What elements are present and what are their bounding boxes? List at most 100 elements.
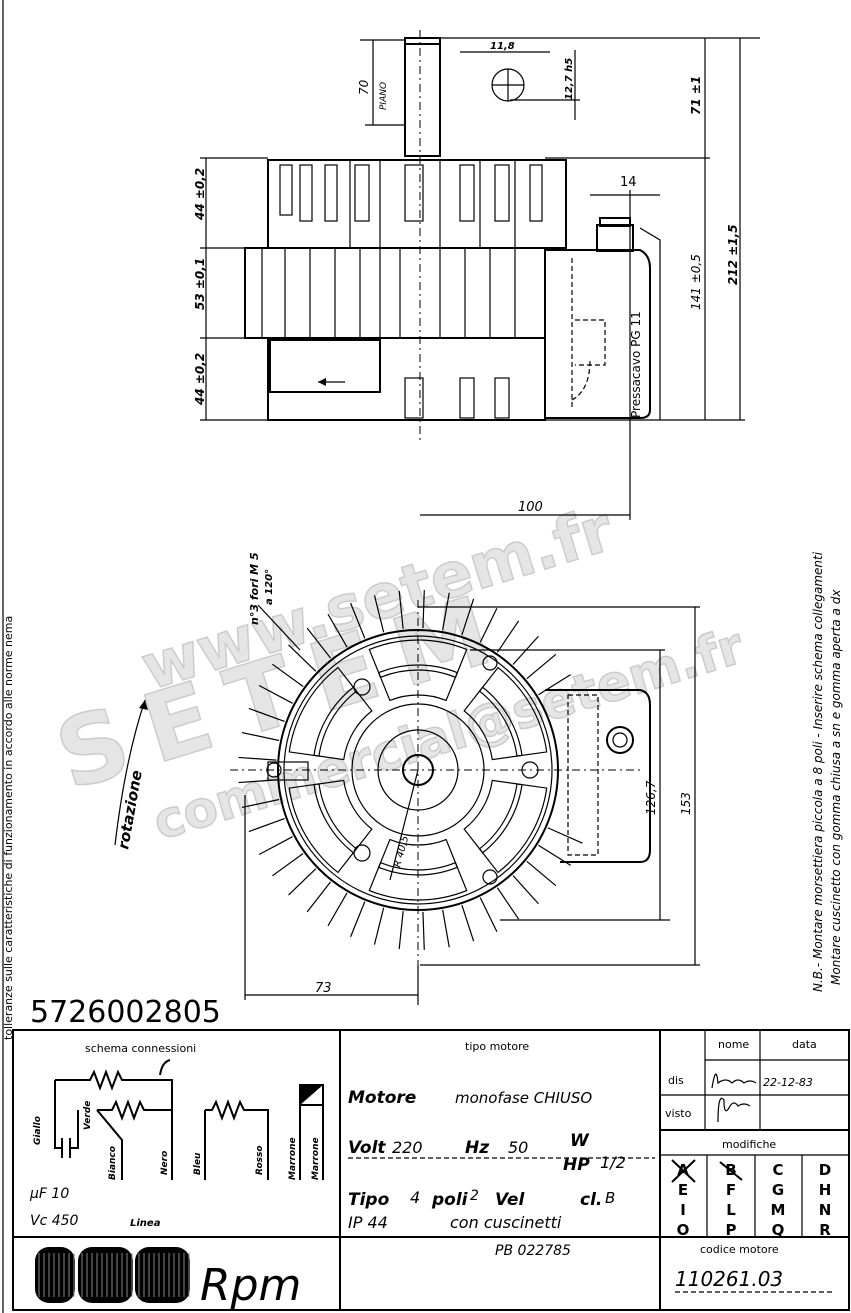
cable-gland-label: Pressacavo PG 11 [629,311,643,418]
dim-71: 71 ±1 [689,76,703,115]
tipo-motore-header: tipo motore [465,1040,529,1053]
wire-marrone-1: Marrone [288,1137,298,1180]
cooling-fin [526,653,557,680]
vent-slot [288,666,358,757]
modifiche-label: modifiche [722,1138,776,1151]
cooling-fin [496,620,520,653]
cooling-fin [398,911,404,950]
modification-letter: H [819,1181,832,1199]
cooling-fin [461,904,475,942]
dim-100: 100 [518,500,543,515]
nome-header: nome [718,1038,749,1051]
wire-bianco: Bianco [108,1146,118,1180]
cooling-fin [538,674,571,696]
vel-label: Vel [495,1190,525,1210]
modification-letter: L [726,1201,736,1219]
tipo-value: 4 [410,1188,420,1207]
cooling-fin [373,907,385,945]
codice-header: codice motore [700,1243,779,1256]
cooling-fin [461,598,475,636]
title-block: schema connessioni Giallo Verde Bianco N… [12,1029,850,1311]
dim-11-8: 11,8 [490,41,515,52]
modification-letter: G [772,1181,784,1199]
modification-letter: F [726,1181,736,1199]
dim-153: 153 [679,792,693,815]
dim-73: 73 [315,981,332,996]
poli-label: poli [431,1190,469,1210]
cooling-fin [306,881,332,913]
dim-70: 70 [357,79,371,95]
svg-text:Rpm: Rpm [200,1260,301,1311]
modification-letter: Q [772,1221,785,1239]
dim-141: 141 ±0,5 [689,254,703,310]
cooling-fin [512,875,539,905]
capacitor-value: µF 10 [29,1186,69,1202]
capacitor-voltage: Vc 450 [30,1213,79,1229]
modification-letter: N [819,1201,832,1219]
wire-verde: Verde [83,1101,93,1130]
cooling-fin [350,901,366,938]
dis-signature [711,1073,757,1089]
cooling-fin [547,827,583,844]
cooling-fin [288,644,317,672]
cooling-fin [272,663,304,688]
vent-slot [478,666,548,757]
wire-giallo: Giallo [33,1116,43,1145]
dis-date: 22-12-83 [763,1076,813,1089]
rpm-logo: Rpm [35,1247,301,1311]
nb-note-2: Montare cuscinetto con gomma chiusa a sn… [829,589,843,985]
ip-rating: IP 44 [348,1213,388,1232]
cooling-fin [238,756,277,761]
visto-signature [717,1097,751,1123]
cooling-fin [248,707,285,722]
hz-label: Hz [465,1138,489,1158]
tipo-label: Tipo [348,1190,390,1210]
radius-label: R 40,5 [392,835,411,869]
cooling-fin [241,798,280,809]
dim-126-7: 126,7 [644,780,658,815]
hz-value: 50 [508,1138,528,1157]
cooling-fin [241,731,280,742]
modification-letter: P [726,1221,737,1239]
pb-number: PB 022785 [495,1243,571,1259]
dis-label: dis [668,1074,684,1087]
motore-label: Motore [348,1088,416,1108]
codice-value: 110261.03 [675,1267,783,1291]
cooling-fin [526,860,557,887]
vent-slot [368,861,468,901]
hp-value: 1/2 [600,1153,626,1172]
cooling-fin [327,892,348,927]
shaft-flat-label: PIANO [379,82,389,110]
visto-label: visto [665,1107,692,1120]
vent-slot [368,639,468,679]
volt-value: 220 [392,1138,423,1157]
class-label: cl. [580,1190,602,1210]
cooling-fin [442,592,450,631]
vent-slot [478,783,548,874]
wire-rosso: Rosso [255,1145,265,1175]
modification-letter: M [771,1201,786,1219]
modification-letter: R [819,1221,831,1239]
cooling-fin [272,852,304,877]
cooling-fin [248,818,285,833]
data-header: data [792,1038,817,1051]
side-view: 70 PIANO 11,8 12,7 h5 71 ±1 212 ±1,5 141… [193,30,760,520]
modification-letter: E [678,1181,688,1199]
cooling-fin [258,836,293,856]
modification-letter: O [677,1221,690,1239]
cooling-fin [398,590,404,629]
dim-12-7: 12,7 h5 [564,58,575,100]
part-number: 5726002805 [30,995,221,1030]
class-value: B [605,1189,615,1207]
cooling-fin [422,590,425,629]
front-view: n°3 fori M 5 a 120° rotazione R 40,5 126… [114,552,700,1005]
holes-angle: a 120° [264,569,275,605]
cooling-fin [288,868,317,896]
volt-label: Volt [348,1138,386,1158]
modification-letter: C [772,1161,783,1179]
wire-nero: Nero [160,1151,170,1175]
nb-note-1: N.B.- Montare morsettiera piccola a 8 po… [811,551,825,992]
modification-letter: I [680,1201,686,1219]
cooling-fin [350,602,366,639]
